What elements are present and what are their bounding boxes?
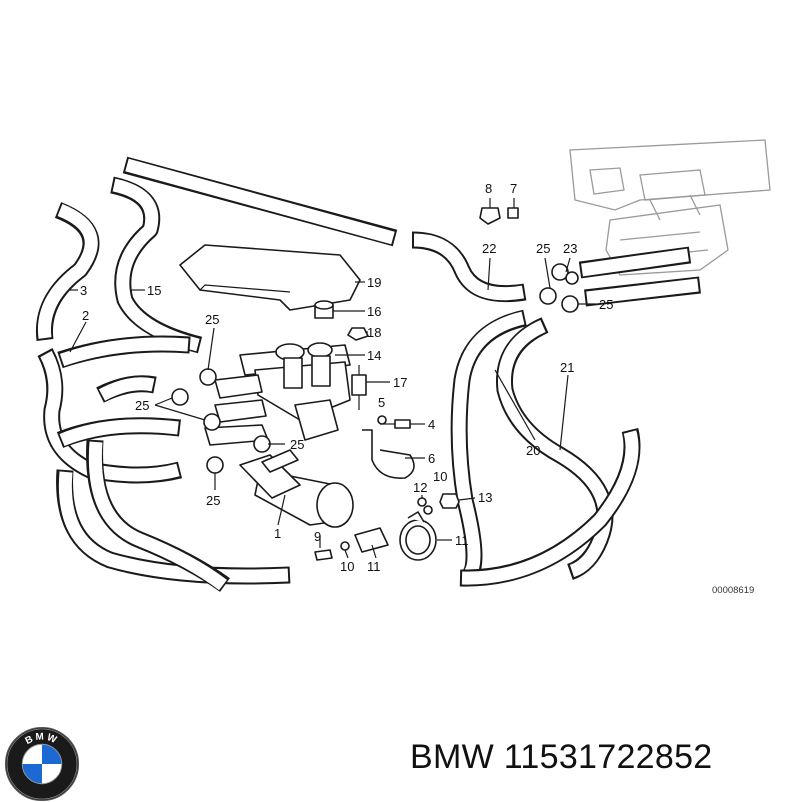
callout-9: 9 bbox=[314, 529, 321, 544]
callout-25: 25 bbox=[135, 398, 149, 413]
callout-25: 25 bbox=[599, 297, 613, 312]
callout-19: 18 bbox=[367, 325, 381, 340]
valve-outlets bbox=[204, 374, 269, 446]
callout-24: 23 bbox=[563, 241, 577, 256]
callout-20: 19 bbox=[367, 275, 381, 290]
callout-25: 25 bbox=[536, 241, 550, 256]
cover-plate bbox=[179, 244, 361, 311]
part-number-caption: BMW 11531722852 bbox=[410, 738, 713, 776]
callout-13: 12 bbox=[413, 480, 427, 495]
logo-letters: BMW bbox=[24, 731, 61, 746]
callout-10: 10 bbox=[340, 559, 354, 574]
valve-block bbox=[239, 342, 351, 441]
drawing-number: 00008619 bbox=[712, 585, 754, 596]
callout-25: 25 bbox=[206, 493, 220, 508]
callout-4: 4 bbox=[428, 417, 435, 432]
callout-8: 8 bbox=[485, 181, 492, 196]
callout-25: 25 bbox=[290, 437, 304, 452]
callout-15: 14 bbox=[367, 348, 381, 363]
hose-clamps bbox=[171, 263, 579, 474]
hoses bbox=[35, 156, 701, 592]
water-pump bbox=[239, 449, 354, 528]
callout-21: 20 bbox=[526, 443, 540, 458]
callout-3: 3 bbox=[80, 283, 87, 298]
callout-11: 11 bbox=[367, 559, 381, 574]
callout-10: 10 bbox=[433, 469, 447, 484]
leader-lines bbox=[69, 198, 596, 559]
callout-12: 11 bbox=[455, 533, 469, 548]
callout-16: 15 bbox=[147, 283, 161, 298]
bmw-roundel-icon: BMW bbox=[4, 726, 80, 802]
callout-5: 5 bbox=[378, 395, 385, 410]
callout-2: 2 bbox=[82, 308, 89, 323]
callout-23: 22 bbox=[482, 241, 496, 256]
callout-1: 1 bbox=[274, 526, 281, 541]
callout-22: 21 bbox=[560, 360, 574, 375]
callout-25: 25 bbox=[205, 312, 219, 327]
callout-14: 13 bbox=[478, 490, 492, 505]
callout-17: 16 bbox=[367, 304, 381, 319]
callout-6: 6 bbox=[428, 451, 435, 466]
fasteners bbox=[314, 207, 579, 561]
callouts: 3 15 2 25 25 25 25 1 19 16 18 14 17 5 4 … bbox=[80, 181, 754, 596]
callout-18: 17 bbox=[393, 375, 407, 390]
callout-7: 7 bbox=[510, 181, 517, 196]
